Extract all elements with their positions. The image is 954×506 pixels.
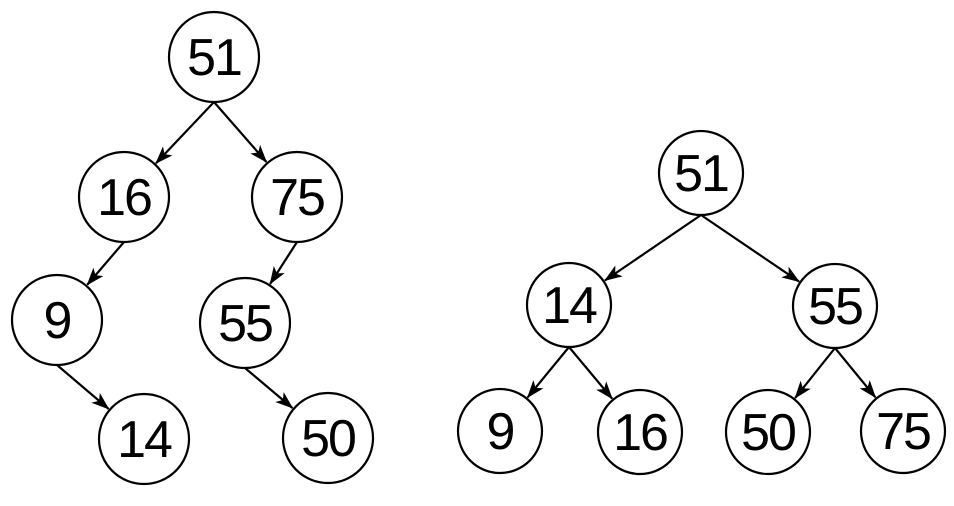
- tree-node-circle: [724, 388, 812, 476]
- tree-node: 51: [657, 129, 745, 217]
- tree-node-label: 75: [876, 403, 930, 461]
- tree-edge-L75-L55: [269, 241, 298, 285]
- tree-node-label: 75: [270, 169, 324, 227]
- tree-node-circle: [456, 387, 544, 475]
- tree-edge-R14-R16: [568, 346, 613, 400]
- tree-node: 50: [281, 391, 375, 485]
- unbalanced-binary-search-tree: 51 16 75 9 55 14 50: [10, 10, 375, 486]
- tree-edge-L51-L16: [155, 101, 215, 164]
- tree-node-label: 9: [487, 403, 514, 461]
- tree-node: 51: [167, 10, 261, 104]
- tree-node-label: 50: [741, 404, 795, 462]
- tree-node-circle: [97, 392, 191, 486]
- tree-node: 75: [250, 150, 344, 244]
- tree-node-label: 9: [44, 292, 71, 350]
- tree-node-circle: [250, 150, 344, 244]
- tree-node-circle: [525, 261, 613, 349]
- tree-node-circle: [77, 150, 171, 244]
- tree-edge-L51-L75: [213, 101, 268, 163]
- tree-edge-R51-R14: [604, 214, 702, 282]
- tree-edge-L55-L50: [244, 367, 294, 409]
- tree-node: 9: [10, 273, 104, 367]
- tree-node-label: 14: [117, 411, 172, 469]
- balanced-binary-search-tree: 51 14 55 9 16 50 75: [456, 129, 947, 476]
- tree-node-label: 50: [301, 410, 355, 468]
- tree-node: 16: [596, 388, 684, 476]
- tree-edge-R14-R9: [526, 346, 570, 399]
- tree-node: 75: [859, 387, 947, 475]
- tree-node: 55: [791, 262, 879, 350]
- tree-node-label: 16: [613, 404, 667, 462]
- tree-node-circle: [281, 391, 375, 485]
- tree-edge-L9-L14: [56, 364, 110, 410]
- tree-node-circle: [167, 10, 261, 104]
- tree-edge-R51-R55: [700, 214, 800, 283]
- tree-node-circle: [10, 273, 104, 367]
- tree-node-circle: [859, 387, 947, 475]
- tree-edge-L16-L9: [86, 241, 125, 286]
- tree-node: 55: [198, 276, 292, 370]
- tree-node: 14: [525, 261, 613, 349]
- tree-edge-R55-R75: [834, 347, 877, 399]
- tree-node-label: 55: [808, 278, 862, 336]
- tree-node-circle: [791, 262, 879, 350]
- tree-node-label: 14: [542, 277, 597, 335]
- tree-node: 16: [77, 150, 171, 244]
- tree-node-label: 55: [218, 295, 272, 353]
- tree-node-circle: [198, 276, 292, 370]
- tree-edge-R55-R50: [794, 347, 836, 399]
- tree-node: 9: [456, 387, 544, 475]
- tree-node-label: 16: [97, 169, 151, 227]
- tree-node-circle: [596, 388, 684, 476]
- tree-node: 14: [97, 392, 191, 486]
- tree-node-label: 51: [187, 29, 241, 87]
- tree-node-circle: [657, 129, 745, 217]
- tree-node-label: 51: [674, 145, 728, 203]
- tree-node: 50: [724, 388, 812, 476]
